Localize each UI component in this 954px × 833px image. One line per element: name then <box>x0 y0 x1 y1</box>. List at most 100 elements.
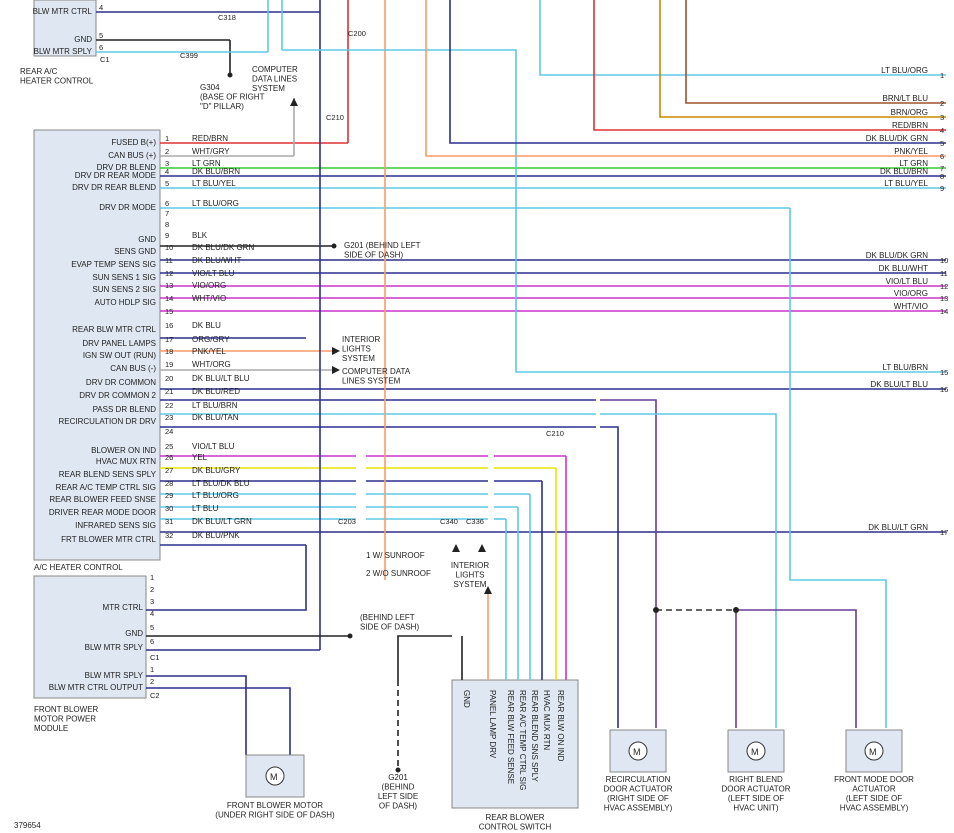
switch-pin-name: REAR A/C TEMP CTRL SIG <box>518 690 527 790</box>
ground-note: (BASE OF RIGHT <box>200 93 265 102</box>
ground-note: G201 (BEHIND LEFT <box>344 241 421 250</box>
module-label: REAR BLOWER <box>485 813 544 822</box>
wire-color: DK BLU/LT BLU <box>870 380 928 389</box>
wire-color: LT GRN <box>192 159 221 168</box>
switch-pin-name: PANEL LAMP DRV <box>488 690 497 759</box>
pin-number: 5 <box>150 623 154 632</box>
module-label: DOOR ACTUATOR <box>721 785 790 794</box>
pin-name: BLW MTR CTRL <box>33 7 93 16</box>
pin-number: 8 <box>165 220 169 229</box>
pin-number: 10 <box>165 243 173 252</box>
pin-number: 29 <box>165 491 173 500</box>
module-label: MOTOR POWER <box>34 715 96 724</box>
connector-label: C1 <box>150 653 160 662</box>
wire-color: WHT/VIO <box>192 294 226 303</box>
connector-label: C336 <box>466 517 484 526</box>
pin-number: 28 <box>165 479 173 488</box>
wire-color: VIO/ORG <box>192 281 226 290</box>
module-label: HVAC ASSEMBLY) <box>604 804 673 813</box>
connector-label: C210 <box>546 429 564 438</box>
wire-color: LT BLU/ORG <box>192 491 239 500</box>
wire-number: 2 <box>940 99 944 108</box>
wire-color: VIO/LT BLU <box>192 269 235 278</box>
pin-number: 4 <box>150 609 154 618</box>
pin-name: DRV PANEL LAMPS <box>82 339 156 348</box>
ac-heater-control-box <box>33 129 161 561</box>
wire-number: 16 <box>940 385 948 394</box>
ground-note: SIDE OF DASH) <box>360 623 419 632</box>
wire-number: 10 <box>940 256 948 265</box>
ground-note: LEFT SIDE <box>378 792 418 801</box>
wire-color: BRN/ORG <box>891 108 928 117</box>
system-note: SYSTEM <box>454 580 487 589</box>
switch-pin-name: REAR BLW FEED SENSE <box>506 690 515 784</box>
pin-name: REAR BLEND SENS SPLY <box>59 470 157 479</box>
pin-number: 4 <box>99 3 103 12</box>
pin-name: DRV DR COMMON 2 <box>79 391 156 400</box>
pin-number: 22 <box>165 401 173 410</box>
pin-name: MTR CTRL <box>103 603 144 612</box>
wire-color: LT GRN <box>899 159 928 168</box>
right-blend-actuator-icon: M <box>727 729 785 773</box>
wire-number: 9 <box>940 184 944 193</box>
ground-note: (BEHIND <box>382 783 415 792</box>
recirculation-actuator-icon: M <box>609 729 667 773</box>
pin-name: BLW MTR SPLY <box>34 47 93 56</box>
module-label: (LEFT SIDE OF <box>728 794 784 803</box>
module-label: (LEFT SIDE OF <box>846 794 902 803</box>
wire-number: 12 <box>940 282 948 291</box>
pin-name: DRV DR COMMON <box>86 378 156 387</box>
connector-label: C203 <box>338 517 356 526</box>
switch-pin-name: HVAC MUX RTN <box>542 690 551 750</box>
pin-name: GND <box>125 629 143 638</box>
wire-color: LT BLU/ORG <box>881 66 928 75</box>
pin-name: HVAC MUX RTN <box>96 457 156 466</box>
pin-name: FRT BLOWER MTR CTRL <box>61 535 156 544</box>
front-blower-motor-icon: M <box>245 754 305 798</box>
wire-color: LT BLU/BRN <box>883 363 929 372</box>
wire-color: BRN/LT BLU <box>883 94 929 103</box>
figure-id: 379654 <box>14 821 41 830</box>
switch-pin-name: GND <box>462 690 471 708</box>
system-note: SYSTEM <box>342 354 375 363</box>
pin-number: 27 <box>165 466 173 475</box>
wire-color: LT BLU/BRN <box>192 401 238 410</box>
pin-name: GND <box>138 235 156 244</box>
pin-name: INFRARED SENS SIG <box>75 521 156 530</box>
pin-name: PASS DR BLEND <box>93 405 157 414</box>
pin-name: DRV DR BLEND <box>97 163 157 172</box>
pin-number: 25 <box>165 442 173 451</box>
ground-note: "D" PILLAR) <box>200 102 244 111</box>
ground-note: OF DASH) <box>379 802 418 811</box>
module-label: ACTUATOR <box>852 785 895 794</box>
wire-color: LT BLU/DK BLU <box>192 479 250 488</box>
pin-name: GND <box>74 35 92 44</box>
module-label: RIGHT BLEND <box>729 775 783 784</box>
module-label: FRONT MODE DOOR <box>834 775 914 784</box>
wire-number: 14 <box>940 307 948 316</box>
svg-text:M: M <box>270 772 278 782</box>
connector-label: C318 <box>218 13 236 22</box>
connector-label: C340 <box>440 517 458 526</box>
system-note: INTERIOR <box>342 335 380 344</box>
system-note: LIGHTS <box>456 571 485 580</box>
wire-number: 4 <box>940 126 944 135</box>
pin-number: 9 <box>165 231 169 240</box>
pin-number: 31 <box>165 517 173 526</box>
connector-label: C2 <box>150 691 160 700</box>
wire-number: 7 <box>940 164 944 173</box>
module-label: CONTROL SWITCH <box>479 823 552 832</box>
connector-label: C1 <box>100 55 110 64</box>
ground-note: G304 <box>200 83 220 92</box>
module-label: RECIRCULATION <box>606 775 671 784</box>
wire-color: DK BLU/WHT <box>192 256 241 265</box>
wire-number: 11 <box>940 269 948 278</box>
pin-number: 14 <box>165 294 173 303</box>
front-blower-power-module-box <box>33 575 147 699</box>
module-label: REAR A/C <box>20 67 58 76</box>
pin-number: 2 <box>165 147 169 156</box>
pin-name: RECIRCULATION DR DRV <box>59 417 157 426</box>
pin-number: 3 <box>150 597 154 606</box>
pin-number: 1 <box>165 134 169 143</box>
wire-color: WHT/GRY <box>192 147 230 156</box>
